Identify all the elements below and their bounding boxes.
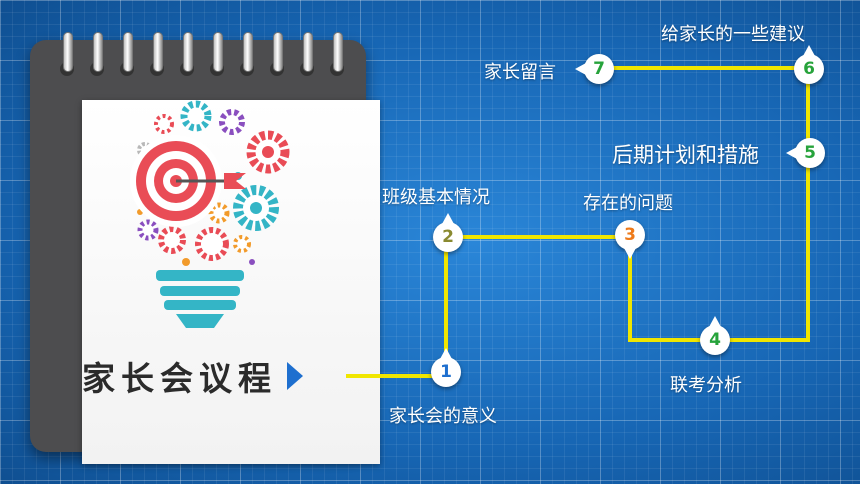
spiral-ring <box>148 32 166 76</box>
step-3-label[interactable]: 存在的问题 <box>583 193 673 214</box>
ring-wire <box>63 32 73 72</box>
step-5-marker[interactable]: 5 <box>786 138 825 168</box>
spiral-ring <box>118 32 136 76</box>
step-4-marker[interactable]: 4 <box>700 316 730 355</box>
step-3-number: 3 <box>624 225 636 245</box>
step-2-marker[interactable]: 2 <box>433 213 463 252</box>
spiral-ring <box>208 32 226 76</box>
ring-wire <box>273 32 283 72</box>
gear-icon <box>158 226 186 254</box>
step-2-label[interactable]: 班级基本情况 <box>382 187 490 208</box>
step-3-marker[interactable]: 3 <box>615 220 645 259</box>
spiral-ring <box>298 32 316 76</box>
step-1-number: 1 <box>440 362 452 382</box>
gear-icon <box>208 202 230 224</box>
gear-icon <box>154 114 174 134</box>
gear-icon <box>233 235 251 253</box>
gear-icon <box>246 130 290 174</box>
step-4-number: 4 <box>709 330 721 350</box>
step-6-label[interactable]: 给家长的一些建议 <box>661 24 805 45</box>
notebook-page <box>82 100 380 464</box>
ring-wire <box>183 32 193 72</box>
ring-wire <box>153 32 163 72</box>
step-4-label[interactable]: 联考分析 <box>670 375 742 396</box>
spiral-ring <box>88 32 106 76</box>
gear-icon <box>195 227 229 261</box>
play-triangle-icon <box>287 362 303 390</box>
ring-wire <box>333 32 343 72</box>
spiral-ring <box>328 32 346 76</box>
spiral-ring <box>238 32 256 76</box>
spiral-ring <box>178 32 196 76</box>
step-7-marker[interactable]: 7 <box>575 54 614 84</box>
step-2-number: 2 <box>442 227 454 247</box>
spiral-ring <box>268 32 286 76</box>
agenda-title: 家长会议程 <box>82 348 342 404</box>
step-6-marker[interactable]: 6 <box>794 45 824 84</box>
step-5-label[interactable]: 后期计划和措施 <box>612 143 759 167</box>
target-icon <box>130 135 246 227</box>
spiral-ring <box>58 32 76 76</box>
agenda-title-text: 家长会议程 <box>82 359 277 398</box>
step-7-label[interactable]: 家长留言 <box>484 62 556 83</box>
ring-wire <box>123 32 133 72</box>
step-5-number: 5 <box>804 143 816 163</box>
step-6-number: 6 <box>803 59 815 79</box>
ring-wire <box>243 32 253 72</box>
step-7-number: 7 <box>593 59 605 79</box>
step-1-marker[interactable]: 1 <box>431 348 461 387</box>
gear-icon <box>219 109 245 135</box>
ring-wire <box>213 32 223 72</box>
gear-icon <box>137 219 159 241</box>
gear-icon <box>180 100 212 132</box>
step-1-label[interactable]: 家长会的意义 <box>389 406 497 427</box>
gear-icon <box>233 185 279 231</box>
ring-wire <box>93 32 103 72</box>
ring-wire <box>303 32 313 72</box>
lightbulb-base-icon <box>156 270 244 328</box>
